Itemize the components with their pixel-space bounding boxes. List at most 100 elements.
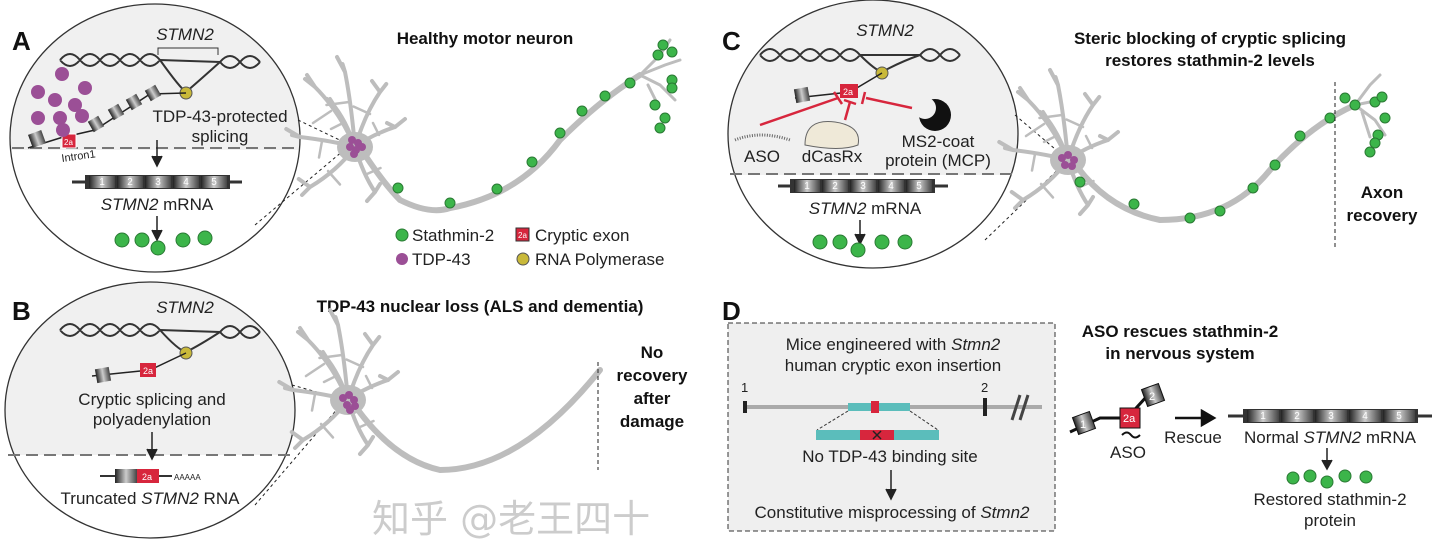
- intron-label: Intron1: [61, 148, 97, 165]
- splicing-label: TDP-43-protected: [152, 107, 287, 126]
- exon-number: 2: [1149, 391, 1155, 403]
- exon-number: 5: [1396, 411, 1402, 422]
- cryptic-exon: 2a: [143, 366, 153, 376]
- exon-number: 1: [1260, 411, 1266, 422]
- panel-letter: D: [722, 296, 741, 326]
- dcasrx-shape: [804, 120, 860, 149]
- stathmin-dot: [392, 182, 404, 194]
- cryptic-exon: 2a: [1123, 413, 1136, 425]
- outcome-line: recovery: [617, 366, 688, 385]
- stathmin-dot: [659, 112, 671, 124]
- blocking-arrows: [759, 91, 913, 127]
- exon: [794, 180, 820, 192]
- legend-cryptic: Cryptic exon: [535, 226, 629, 245]
- stathmin-dot: [1349, 99, 1361, 111]
- process-label: polyadenylation: [93, 410, 211, 429]
- cryptic-exon-label: 2a: [64, 138, 73, 147]
- exon-number: 4: [888, 181, 894, 192]
- exon-number: 4: [183, 177, 189, 188]
- panel-c: C Steric blocking of cryptic splicing re…: [722, 0, 1418, 269]
- stathmin-proteins: [1286, 469, 1373, 489]
- exon: [906, 180, 932, 192]
- box-title: human cryptic exon insertion: [785, 356, 1001, 375]
- tdp43: [1061, 161, 1069, 169]
- aso-label: ASO: [1110, 443, 1146, 462]
- stathmin-dot: [1074, 176, 1086, 188]
- cryptic-exon: 2a: [142, 472, 152, 482]
- process-label: Cryptic splicing and: [78, 390, 225, 409]
- stathmin-dot: [624, 77, 636, 89]
- axon-terminal: [1360, 110, 1372, 139]
- mcp-label: protein (MCP): [885, 151, 991, 170]
- stathmin-dot: [657, 39, 669, 51]
- dcasrx-label: dCasRx: [802, 147, 863, 166]
- damaged-neuron: [277, 308, 603, 474]
- stathmin-dot: [666, 82, 678, 94]
- zoom-circle: [727, 0, 1019, 269]
- aso-label: ASO: [744, 147, 780, 166]
- result-label: Constitutive misprocessing of Stmn2: [755, 503, 1031, 522]
- cryptic-exon: [61, 133, 77, 149]
- outcome-line: after: [634, 389, 671, 408]
- tdp43: [1068, 162, 1076, 170]
- dendrite: [304, 362, 326, 378]
- exon: [1247, 410, 1279, 422]
- exon: [878, 180, 904, 192]
- normal-mrna-label: Normal STMN2 mRNA: [1244, 428, 1417, 447]
- tdp43: [1064, 151, 1072, 159]
- rescue-label: Rescue: [1164, 428, 1222, 447]
- x-mark-icon: [872, 430, 882, 440]
- stathmin-dot: [1364, 146, 1376, 158]
- exon: [89, 176, 115, 188]
- cryptic-exon: 2a: [843, 87, 853, 97]
- exon: [850, 180, 876, 192]
- dendrite: [310, 392, 317, 412]
- cryptic-exon-icon: 2a: [518, 231, 527, 240]
- polya-tail: AAAAA: [174, 473, 201, 482]
- exon-number: 5: [916, 181, 922, 192]
- stathmin-dot: [1247, 182, 1259, 194]
- tdp43: [350, 396, 358, 404]
- dendrite: [352, 105, 372, 116]
- exon: [117, 176, 143, 188]
- restored-label: Restored stathmin-2: [1253, 490, 1406, 509]
- dendrite: [1065, 118, 1085, 129]
- axon-terminal: [638, 58, 682, 77]
- outcome-line: No: [641, 343, 664, 362]
- dendrite: [326, 169, 342, 186]
- stathmin-dot: [1184, 212, 1196, 224]
- exon-number: 4: [1362, 411, 1368, 422]
- tdp43: [339, 394, 347, 402]
- panel-title: ASO rescues stathmin-2: [1082, 322, 1279, 341]
- exon-number: 2: [981, 380, 988, 395]
- mrna-label: STMN2 mRNA: [101, 195, 214, 214]
- stathmin-dot: [666, 46, 678, 58]
- stathmin-dot: [649, 99, 661, 111]
- dendrite: [1024, 122, 1046, 138]
- panel-title: TDP-43 nuclear loss (ALS and dementia): [317, 297, 644, 316]
- stathmin-dot: [1214, 205, 1226, 217]
- aso-oligo: [1121, 431, 1141, 439]
- stathmin-dot: [1128, 198, 1140, 210]
- splicing-label: splicing: [192, 127, 249, 146]
- panel-letter: B: [12, 296, 31, 326]
- exon-number: 1: [99, 177, 105, 188]
- stathmin-dot: [652, 49, 664, 61]
- axon: [355, 367, 603, 474]
- exon: [1383, 410, 1415, 422]
- stathmin-dot: [526, 156, 538, 168]
- tdp43: [358, 143, 366, 151]
- axon-terminal: [1353, 103, 1387, 137]
- no-recovery-label: No recovery after damage: [617, 343, 688, 431]
- tdp43-cluster: [31, 67, 92, 137]
- exon-number: 2: [127, 177, 133, 188]
- stathmin-dot: [1369, 137, 1381, 149]
- exon-number: 2: [832, 181, 838, 192]
- exon: [173, 176, 199, 188]
- dna-helix: [59, 53, 161, 67]
- gene-label: STMN2: [156, 298, 214, 317]
- stathmin-dot: [1376, 91, 1388, 103]
- stathmin-dot: [576, 105, 588, 117]
- exon-number: 5: [211, 177, 217, 188]
